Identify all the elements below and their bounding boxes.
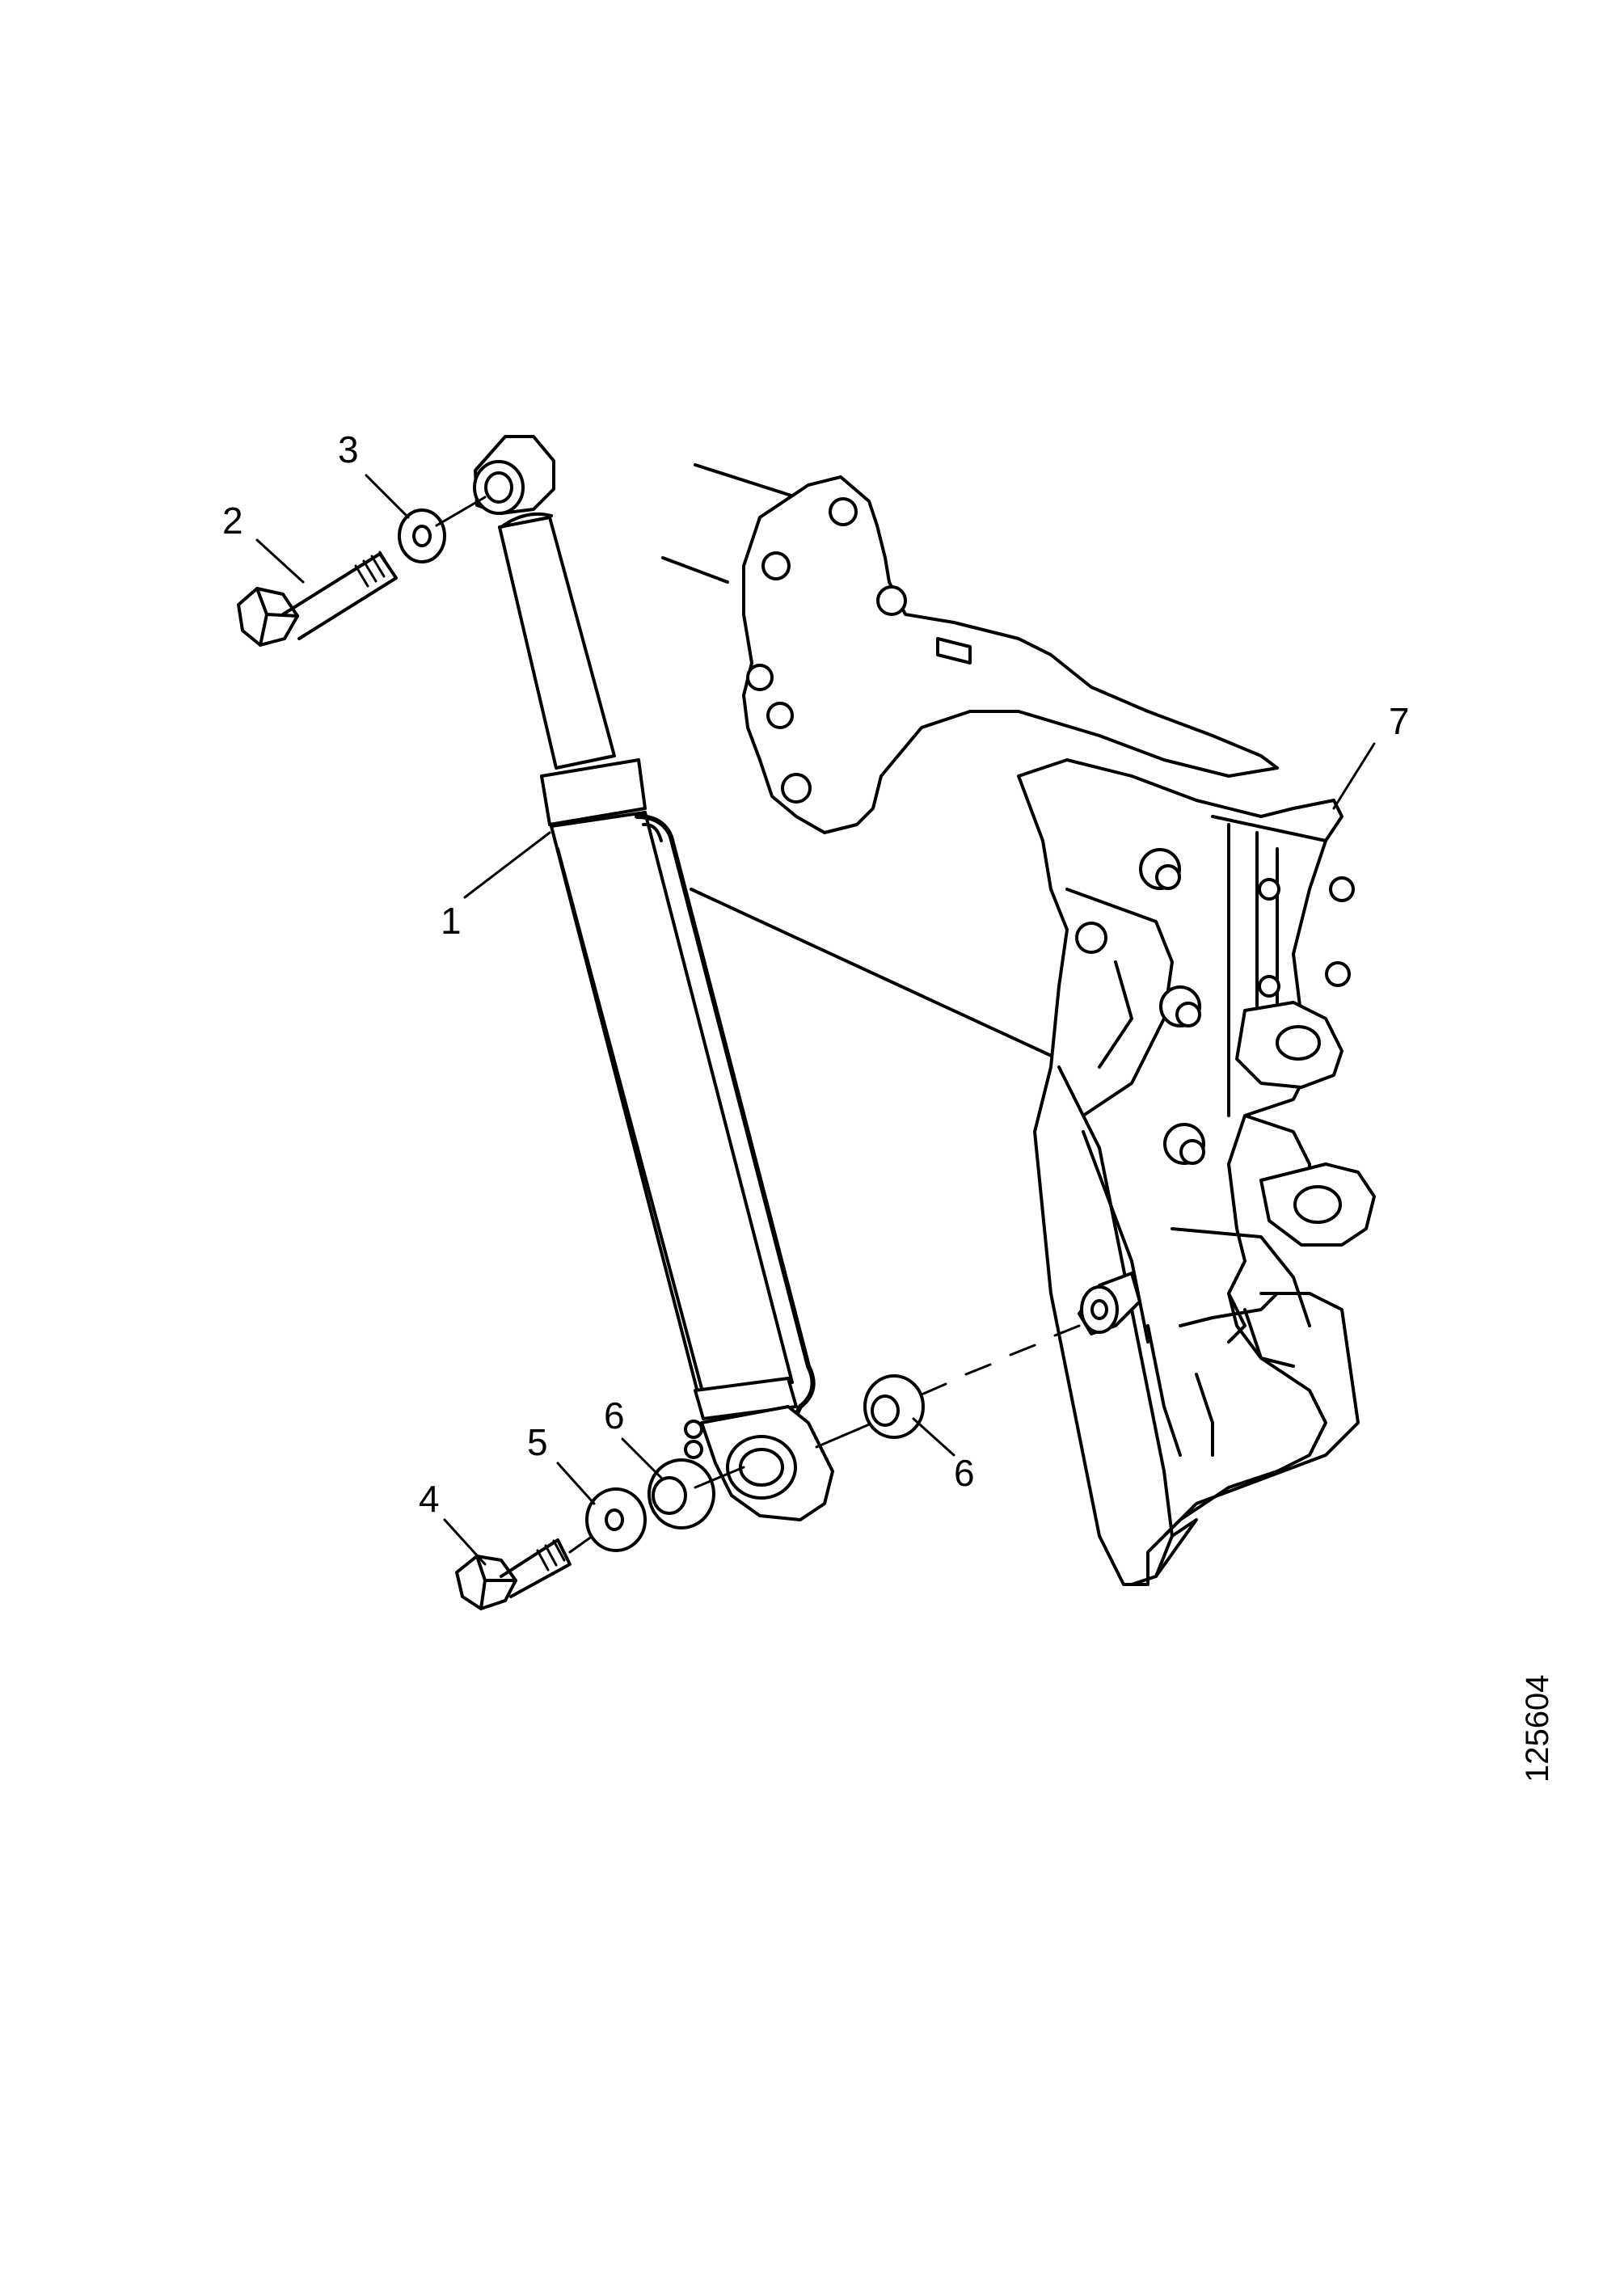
callout-3: 3 (338, 428, 359, 470)
callout-6-right: 6 (954, 1452, 975, 1494)
leader-line-7 (1332, 742, 1376, 810)
frame-bracket (661, 463, 1376, 1586)
callout-4: 4 (419, 1478, 440, 1520)
callout-6-left: 6 (604, 1394, 625, 1437)
upper-bolt (237, 551, 398, 647)
leader-line-4 (443, 1518, 487, 1566)
callout-1: 1 (441, 900, 462, 942)
leader-line-3 (365, 474, 410, 519)
upper-washer (398, 508, 446, 563)
callout-5: 5 (527, 1421, 548, 1463)
lower-washer (585, 1487, 647, 1552)
bushing-right (863, 1374, 925, 1439)
document-number: 125604 (1520, 1675, 1555, 1783)
callout-2: 2 (222, 500, 243, 542)
leader-line-2 (255, 538, 305, 584)
hydraulic-cylinder (473, 435, 834, 1521)
leader-line-6-left (621, 1437, 664, 1481)
bushing-left (647, 1458, 715, 1529)
callout-7: 7 (1389, 700, 1410, 742)
leader-line-5 (556, 1462, 596, 1505)
lower-bolt (455, 1538, 572, 1610)
leader-line-6-right (912, 1417, 955, 1457)
leader-line-1 (463, 831, 551, 899)
